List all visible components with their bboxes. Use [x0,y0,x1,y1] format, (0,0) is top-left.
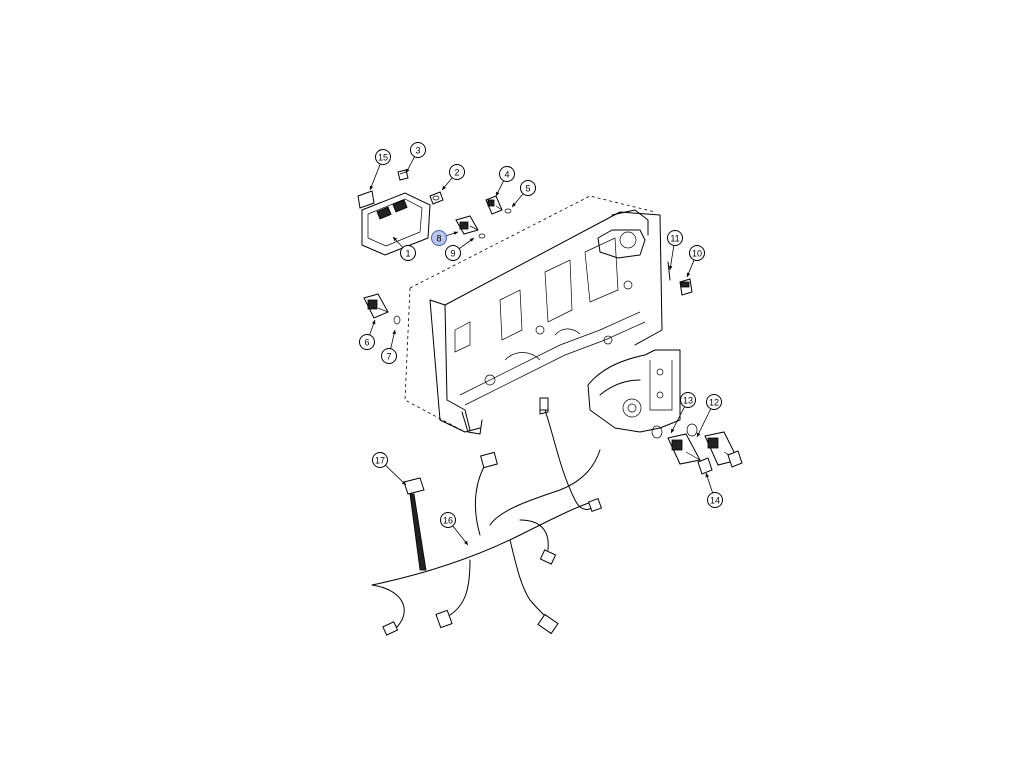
callout-circle[interactable] [440,512,456,528]
o-ring-9 [478,233,486,239]
callout-number: 7 [386,352,391,362]
callout-arrowhead [401,480,406,485]
callout-arrowhead [464,540,468,545]
callout-14[interactable]: 14 [705,472,723,508]
callout-arrowhead [371,320,376,325]
callout-7[interactable]: 7 [381,329,397,364]
callout-arrowhead [512,202,516,207]
o-ring-7 [393,315,401,325]
callout-2[interactable]: 2 [441,164,465,191]
callout-number: 6 [364,338,369,348]
callout-4[interactable]: 4 [495,166,515,197]
callout-number: 13 [683,396,693,406]
callout-circle[interactable] [431,230,447,246]
callout-circle[interactable] [667,230,683,246]
callout-number: 12 [709,398,719,408]
callout-circle[interactable] [707,492,723,508]
callout-9[interactable]: 9 [445,237,475,261]
callout-11[interactable]: 11 [667,230,683,271]
callout-leader-line [385,464,407,486]
control-module [361,192,431,256]
callout-16[interactable]: 16 [440,512,469,546]
callout-arrowhead [392,330,396,335]
callout-arrowhead [442,185,446,190]
sensor-17 [403,477,427,571]
callout-circle[interactable] [680,392,696,408]
callout-arrowhead [496,191,500,196]
callout-arrowhead [697,432,701,437]
screw-3 [397,169,409,181]
rear-housing [587,349,681,433]
callout-circle[interactable] [381,348,397,364]
callout-number: 15 [378,153,388,163]
callout-15[interactable]: 15 [369,149,391,191]
callout-number: 4 [504,170,509,180]
callout-number: 10 [692,249,702,259]
callout-8[interactable]: 8 [431,230,459,246]
callout-arrowhead [406,168,410,173]
screws-14 [697,450,743,475]
callout-number: 17 [375,456,385,466]
sensor-2 [429,191,444,205]
callout-circle[interactable] [706,394,722,410]
callout-leader-line [669,245,675,271]
callout-arrowhead [705,473,709,478]
callout-arrowhead [469,238,474,242]
callout-17[interactable]: 17 [372,452,407,486]
callout-13[interactable]: 13 [670,392,696,434]
callout-circle[interactable] [499,166,515,182]
sensor-6 [363,293,389,319]
callout-circle[interactable] [689,245,705,261]
callout-number: 2 [454,168,459,178]
callout-leader-line [670,406,685,434]
callout-circle[interactable] [410,142,426,158]
callout-number: 9 [450,249,455,259]
callout-3[interactable]: 3 [405,142,426,174]
callout-circle[interactable] [520,180,536,196]
callout-circle[interactable] [449,164,465,180]
callout-circle[interactable] [372,452,388,468]
callout-1[interactable]: 1 [392,236,416,261]
callout-leader-line [369,163,381,191]
callout-arrowhead [369,185,374,190]
callout-arrowhead [668,265,673,270]
callout-circle[interactable] [445,245,461,261]
callout-number: 1 [405,249,410,259]
callout-leader-line [452,525,469,546]
bolt-10 [679,278,693,296]
sensor-8 [455,215,479,235]
callout-arrowhead [671,428,675,433]
callout-6[interactable]: 6 [359,319,376,350]
callout-circle[interactable] [359,334,375,350]
wiring-harness [371,397,603,636]
callout-10[interactable]: 10 [686,245,705,278]
callout-5[interactable]: 5 [511,180,536,208]
callout-number: 14 [710,496,720,506]
callout-arrowhead [393,237,398,242]
o-rings-13 [651,423,698,439]
callout-circle[interactable] [375,149,391,165]
label-plate [357,190,375,209]
pin-11 [667,261,671,281]
speed-sensor-12-a [667,433,701,465]
callout-12[interactable]: 12 [696,394,722,438]
callout-circle[interactable] [400,245,416,261]
callout-arrowhead [686,272,691,277]
callout-leader-line [696,408,712,438]
sensor-4 [485,195,503,215]
callout-number: 5 [525,184,530,194]
callout-arrowhead [453,231,458,235]
callout-number: 11 [670,234,679,244]
o-ring-5 [504,208,512,214]
callout-number: 8 [436,234,441,244]
callout-number: 3 [415,146,420,156]
callout-number: 16 [443,516,453,526]
